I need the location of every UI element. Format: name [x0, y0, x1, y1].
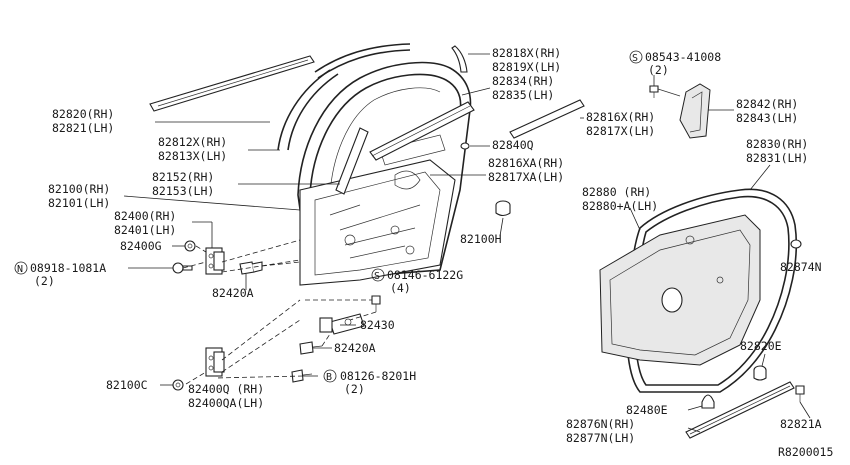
corner-trim-82842: [679, 83, 711, 139]
door-panel-82100: [299, 159, 456, 286]
label-82420a-lower: 82420A: [334, 341, 376, 355]
label-82813x: 82813X(LH): [158, 149, 227, 163]
label-82874n: 82874N: [780, 260, 822, 274]
label-82831: 82831(LH): [746, 151, 808, 165]
label-82812x: 82812X(RH): [158, 135, 227, 149]
svg-text:N: N: [17, 264, 23, 275]
bolt-08146: [371, 295, 381, 312]
label-82100: 82100(RH): [48, 182, 110, 196]
label-82818x: 82818X(RH): [492, 46, 561, 60]
label-82401: 82401(LH): [114, 223, 176, 237]
label-82100c: 82100C: [106, 378, 148, 392]
s-symbol-08543: S: [629, 50, 643, 64]
screw-82821a: [795, 385, 805, 402]
svg-text:B: B: [326, 372, 332, 383]
reference-number: R8200015: [778, 445, 833, 459]
outer-strip-82812x: [277, 69, 331, 151]
label-08543: 08543-41008: [645, 50, 721, 64]
plug-82100h: [495, 200, 511, 217]
b-symbol-08126: B: [323, 369, 337, 383]
label-82420a-upper: 82420A: [212, 286, 254, 300]
n-symbol-08918: N: [14, 261, 28, 275]
label-82817x: 82817X(LH): [586, 124, 655, 138]
label-82430: 82430: [360, 318, 395, 332]
label-82835: 82835(LH): [492, 88, 554, 102]
svg-text:S: S: [374, 271, 380, 282]
clip-82820e: [753, 365, 767, 381]
label-82400q: 82400Q (RH): [188, 382, 264, 396]
label-82480e: 82480E: [626, 403, 668, 417]
hinge-upper-82400: [205, 247, 225, 275]
grommet-82480e: [701, 394, 715, 409]
hinge-lower-82400q: [205, 347, 225, 377]
sash-moulding-82818x: [314, 43, 411, 73]
label-08146: 08146-6122G: [387, 268, 463, 282]
label-82880: 82880 (RH): [582, 185, 651, 199]
label-82821: 82821(LH): [52, 121, 114, 135]
label-82830: 82830(RH): [746, 137, 808, 151]
label-08126: 08126-8201H: [340, 369, 416, 383]
label-82876n: 82876N(RH): [566, 417, 635, 431]
clip-82874n: [790, 239, 802, 249]
bolt-82400g: [184, 240, 196, 252]
bolt-08918: [172, 262, 193, 274]
s-symbol-08146: S: [371, 268, 385, 282]
label-08146-qty: (4): [390, 281, 411, 295]
label-82877n: 82877N(LH): [566, 431, 635, 445]
label-82816x: 82816X(RH): [586, 110, 655, 124]
label-82834: 82834(RH): [492, 74, 554, 88]
door-trim-panel-82880: [599, 214, 761, 366]
door-frame: [297, 61, 472, 281]
label-82820: 82820(RH): [52, 107, 114, 121]
label-82153: 82153(LH): [152, 184, 214, 198]
clip-82840q: [460, 142, 470, 150]
glass-run-82834: [369, 101, 475, 161]
label-08126-qty: (2): [344, 382, 365, 396]
outer-strip-82816x: [509, 99, 585, 139]
corner-piece-82818x: [451, 45, 468, 73]
label-82880a: 82880+A(LH): [582, 199, 658, 213]
label-82817xa: 82817XA(LH): [488, 170, 564, 184]
label-82152: 82152(RH): [152, 170, 214, 184]
label-82100h: 82100H: [460, 232, 502, 246]
screw-08543: [649, 85, 659, 98]
svg-text:S: S: [632, 53, 638, 64]
label-08918-qty: (2): [34, 274, 55, 288]
label-82840q: 82840Q: [492, 138, 534, 152]
label-82842: 82842(RH): [736, 97, 798, 111]
label-82400qa: 82400QA(LH): [188, 396, 264, 410]
label-82816xa: 82816XA(RH): [488, 156, 564, 170]
sash-82152: [335, 127, 369, 195]
label-82821a: 82821A: [780, 417, 822, 431]
bolt-08126: [291, 369, 313, 383]
bolt-82420a-lower: [299, 341, 323, 355]
label-82820e: 82820E: [740, 339, 782, 353]
label-08543-qty: (2): [648, 63, 669, 77]
label-82101: 82101(LH): [48, 196, 110, 210]
bolt-82420a-upper: [239, 261, 263, 275]
label-08918: 08918-1081A: [30, 261, 106, 275]
label-82400: 82400(RH): [114, 209, 176, 223]
label-82400g: 82400G: [120, 239, 162, 253]
label-82819x: 82819X(LH): [492, 60, 561, 74]
door-check-82430: [319, 313, 365, 335]
label-82843: 82843(LH): [736, 111, 798, 125]
bolt-82100c: [172, 379, 184, 391]
